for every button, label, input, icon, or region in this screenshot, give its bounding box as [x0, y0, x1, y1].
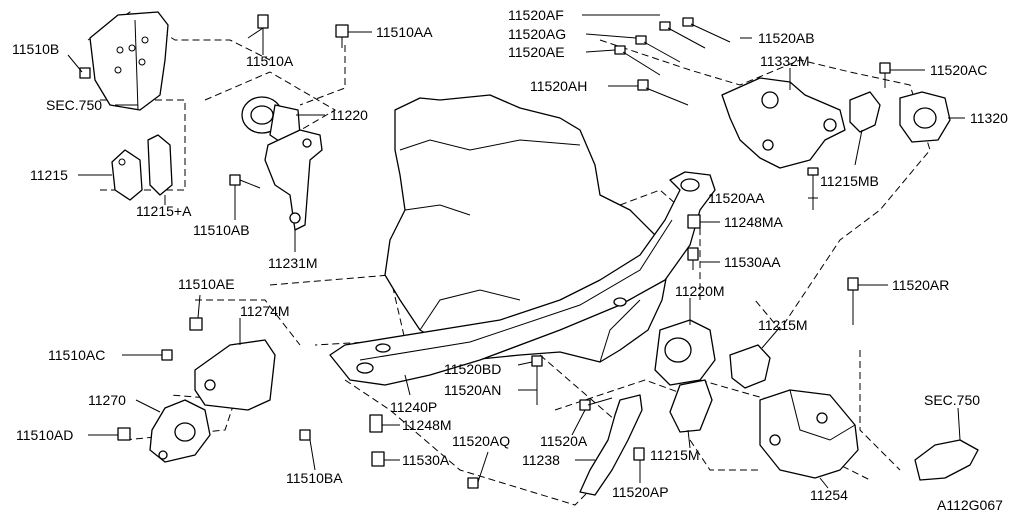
part-label: 11520AH: [530, 78, 587, 94]
part-label: 11248M: [402, 417, 452, 433]
part-labels: 11510B 11510A 11510AA SEC.750 11220 1121…: [12, 7, 1008, 512]
bracket-11254: [759, 389, 859, 479]
part-label: 11231M: [268, 255, 318, 271]
figure-code: A112G067: [937, 497, 1003, 512]
part-label: 11520AF: [508, 7, 564, 23]
part-label: 11520AC: [930, 62, 987, 78]
part-label: 11510AD: [16, 427, 73, 443]
part-label: 11215: [30, 167, 68, 183]
part-label: 11220: [330, 107, 368, 123]
part-label: 11320: [970, 110, 1008, 126]
part-label: 11254: [810, 487, 848, 503]
part-label: 11510BA: [286, 470, 343, 486]
part-label: 11520BD: [444, 361, 501, 377]
part-label: 11510AB: [193, 222, 250, 238]
part-label: 11520A: [540, 433, 588, 449]
part-label: 11215+A: [136, 203, 192, 219]
part-label: 11240P: [390, 399, 437, 415]
part-label: 11248MA: [724, 214, 784, 230]
part-label: 11274M: [240, 303, 290, 319]
fasteners: [79, 14, 891, 489]
part-label: 11238: [522, 452, 560, 468]
crossmember: [329, 171, 716, 386]
part-label: 11510B: [12, 41, 59, 57]
front-right-mount: [241, 96, 323, 231]
part-label: SEC.750: [924, 392, 980, 408]
part-label: 11520AG: [508, 26, 566, 42]
part-label: 11510AC: [48, 347, 105, 363]
part-label: 11215M: [650, 447, 700, 463]
rear-right-mount: [721, 77, 951, 169]
part-label: 11530AA: [724, 254, 781, 270]
part-label: SEC.750: [46, 97, 102, 113]
part-label: 11530A: [402, 452, 450, 468]
upper-left-bracket: [89, 11, 169, 111]
links-11215: [111, 134, 173, 201]
stay-11238: [579, 394, 643, 496]
part-label: 11220M: [675, 283, 725, 299]
part-label: 11520AR: [892, 277, 949, 293]
part-label: 11215MB: [820, 173, 879, 189]
label-leader-lines: [67, 14, 965, 489]
part-label: 11520AE: [508, 44, 565, 60]
part-label: 11270: [88, 392, 126, 408]
part-label: 11332M: [760, 53, 810, 69]
part-label: 11520AB: [758, 30, 815, 46]
part-label: 11520AA: [708, 190, 765, 206]
part-label: 11510AE: [178, 276, 235, 292]
part-label: 11520AQ: [452, 433, 510, 449]
part-label: 11510AA: [376, 24, 433, 40]
part-label: 11510A: [246, 53, 294, 69]
left-mount: [149, 339, 276, 463]
sec750-lower-plate: [914, 439, 979, 481]
part-label: 11520AN: [444, 382, 501, 398]
rear-mount: [654, 319, 771, 433]
part-label: 11520AP: [612, 484, 669, 500]
part-label: 11215M: [758, 317, 808, 333]
